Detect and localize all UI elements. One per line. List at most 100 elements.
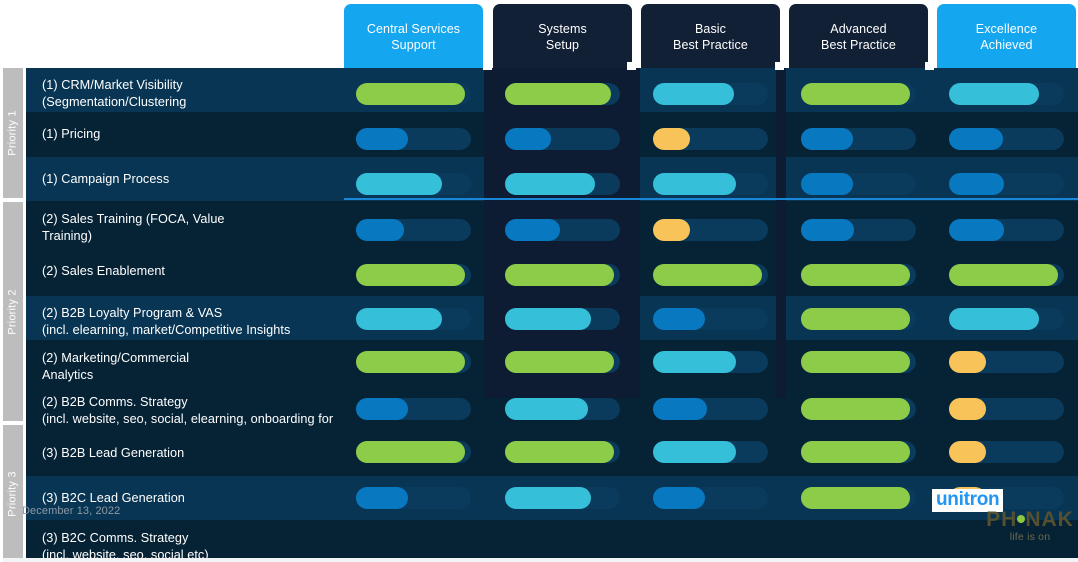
progress-pill-track[interactable] [356, 128, 471, 150]
progress-pill-fill-blue [949, 219, 1004, 241]
progress-pill-track[interactable] [653, 83, 768, 105]
left-margin [0, 0, 3, 562]
progress-pill-track[interactable] [801, 83, 916, 105]
progress-pill-track[interactable] [653, 398, 768, 420]
progress-pill-fill-green [505, 83, 611, 105]
progress-pill-track[interactable] [356, 487, 471, 509]
progress-pill-track[interactable] [505, 83, 620, 105]
header-notch-1 [627, 62, 636, 70]
progress-pill-track[interactable] [356, 264, 471, 286]
progress-pill-track[interactable] [356, 83, 471, 105]
progress-pill-track[interactable] [505, 398, 620, 420]
progress-pill-fill-blue [949, 173, 1004, 195]
progress-pill-track[interactable] [505, 308, 620, 330]
progress-pill-track[interactable] [949, 173, 1064, 195]
progress-pill-fill-cyan [949, 83, 1039, 105]
progress-pill-track[interactable] [653, 219, 768, 241]
progress-pill-fill-orange [949, 351, 986, 373]
column-header-line1: Excellence [975, 22, 1038, 36]
progress-pill-track[interactable] [505, 487, 620, 509]
progress-pill-fill-cyan [653, 83, 734, 105]
progress-pill-track[interactable] [653, 264, 768, 286]
progress-pill-fill-cyan [949, 308, 1039, 330]
progress-pill-track[interactable] [653, 487, 768, 509]
progress-pill-track[interactable] [653, 308, 768, 330]
header-notch-3 [925, 62, 934, 70]
priority-label-text: Priority 1 [7, 110, 19, 156]
progress-pill-track[interactable] [356, 173, 471, 195]
progress-pill-track[interactable] [505, 351, 620, 373]
progress-pill-track[interactable] [801, 441, 916, 463]
progress-pill-track[interactable] [949, 128, 1064, 150]
progress-pill-track[interactable] [949, 441, 1064, 463]
progress-pill-fill-blue [653, 308, 705, 330]
progress-pill-track[interactable] [356, 219, 471, 241]
slide-date: December 13, 2022 [22, 505, 121, 517]
progress-pill-track[interactable] [949, 351, 1064, 373]
progress-pill-fill-blue [505, 219, 560, 241]
progress-pill-track[interactable] [505, 128, 620, 150]
progress-pill-fill-blue [505, 128, 551, 150]
progress-pill-fill-green [505, 351, 614, 373]
progress-pill-fill-cyan [505, 308, 591, 330]
progress-pill-track[interactable] [505, 441, 620, 463]
progress-pill-fill-cyan [653, 351, 736, 373]
progress-pill-track[interactable] [801, 128, 916, 150]
column-header-line1: Basic [694, 22, 727, 36]
progress-pill-fill-cyan [505, 173, 595, 195]
progress-pill-track[interactable] [949, 83, 1064, 105]
progress-pill-track[interactable] [801, 351, 916, 373]
progress-pill-fill-blue [801, 173, 853, 195]
progress-pill-track[interactable] [801, 308, 916, 330]
row-label-b2b-loyalty-program: (2) B2B Loyalty Program & VAS (incl. ele… [42, 306, 291, 337]
progress-pill-track[interactable] [356, 441, 471, 463]
progress-pill-track[interactable] [653, 128, 768, 150]
progress-pill-track[interactable] [356, 351, 471, 373]
progress-pill-track[interactable] [356, 308, 471, 330]
progress-pill-fill-blue [801, 128, 853, 150]
column-header-line2: Best Practice [821, 38, 896, 52]
header-notch-0 [483, 62, 492, 70]
row-label-b2b-comms-strategy: (2) B2B Comms. Strategy (incl. website, … [42, 395, 334, 426]
column-header-line2: Achieved [980, 38, 1033, 52]
column-header-line1: Systems [538, 22, 587, 36]
progress-pill-fill-green [356, 83, 465, 105]
progress-pill-fill-blue [356, 487, 408, 509]
progress-pill-fill-blue [801, 219, 854, 241]
progress-pill-fill-orange [653, 128, 690, 150]
progress-pill-fill-green [505, 441, 614, 463]
progress-pill-fill-green [801, 83, 910, 105]
progress-pill-fill-green [653, 264, 762, 286]
spellcheck-underline-5 [425, 414, 447, 418]
progress-pill-fill-cyan [356, 173, 442, 195]
progress-pill-track[interactable] [356, 398, 471, 420]
progress-pill-track[interactable] [949, 219, 1064, 241]
progress-pill-track[interactable] [801, 173, 916, 195]
progress-pill-track[interactable] [653, 441, 768, 463]
progress-pill-track[interactable] [801, 219, 916, 241]
progress-pill-track[interactable] [653, 173, 768, 195]
progress-pill-fill-green [356, 264, 465, 286]
column-header-line1: Advanced [830, 22, 887, 36]
progress-pill-track[interactable] [505, 219, 620, 241]
progress-pill-track[interactable] [801, 264, 916, 286]
progress-pill-fill-green [356, 351, 465, 373]
progress-pill-track[interactable] [653, 351, 768, 373]
progress-pill-track[interactable] [505, 173, 620, 195]
progress-pill-track[interactable] [949, 264, 1064, 286]
row-label-sales-training: (2) Sales Training (FOCA, Value Training… [42, 212, 225, 243]
progress-pill-track[interactable] [801, 487, 916, 509]
progress-pill-track[interactable] [949, 308, 1064, 330]
phonak-word-after: NAK [1025, 508, 1074, 531]
progress-pill-track[interactable] [505, 264, 620, 286]
progress-pill-track[interactable] [801, 398, 916, 420]
progress-pill-track[interactable] [949, 398, 1064, 420]
column-header-line2: Best Practice [673, 38, 748, 52]
